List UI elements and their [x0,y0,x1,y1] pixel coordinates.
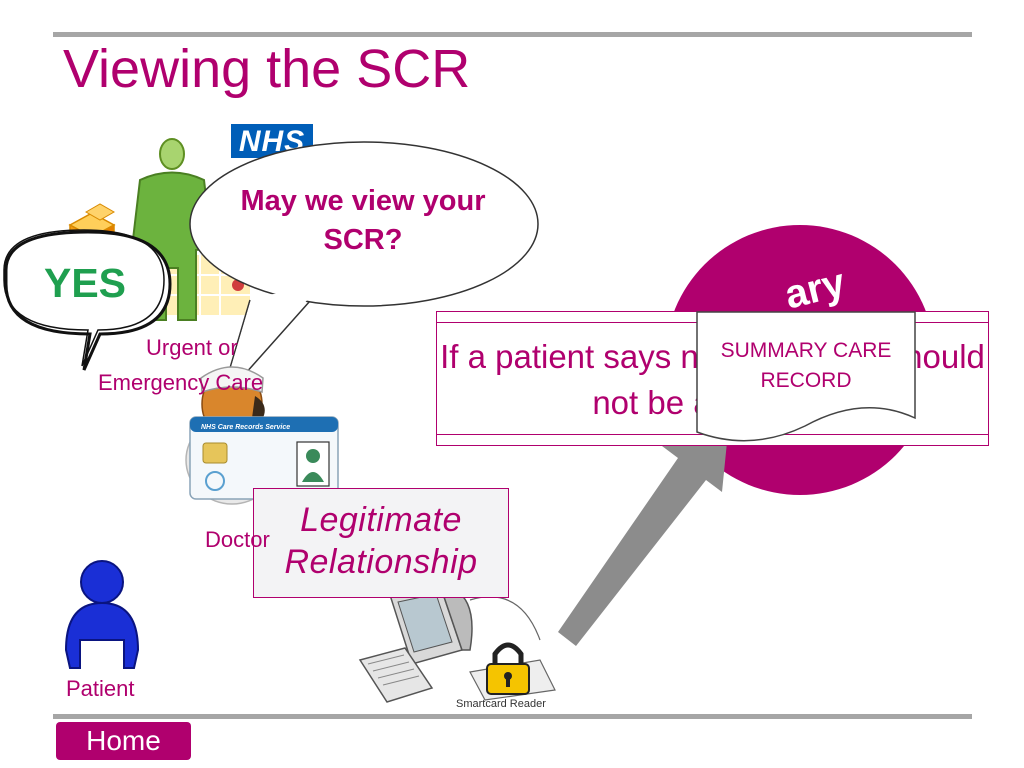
patient-label: Patient [66,676,135,701]
patient-icon [64,560,140,669]
summary-care-record-paper [696,311,916,442]
legitimate-relationship-text: Legitimate Relationship [284,501,478,581]
doctor-label: Doctor [205,527,270,552]
padlock-icon [486,642,530,695]
urgent-care-label-line1: Urgent or [146,335,238,360]
legitimate-relationship-box: Legitimate Relationship [253,488,509,598]
smartcard-reader-label: Smartcard Reader [456,698,546,710]
page-title: Viewing the SCR [63,39,471,99]
summary-care-record-text: SUMMARY CARE RECORD [720,339,892,392]
arrow-icon [558,412,730,646]
home-button[interactable]: Home [56,722,191,760]
card-title: NHS Care Records Service [201,424,291,431]
top-rule [53,32,972,37]
speech-bubble-text: May we view your SCR? [240,185,486,256]
urgent-care-label-line2: Emergency Care [98,370,264,395]
bottom-rule [53,714,972,719]
keyboard-icon [358,647,434,703]
smartcard-icon [189,416,339,500]
yes-bubble-text: YES [43,260,127,306]
computer-icon [389,584,541,665]
yes-bubble [3,229,172,371]
